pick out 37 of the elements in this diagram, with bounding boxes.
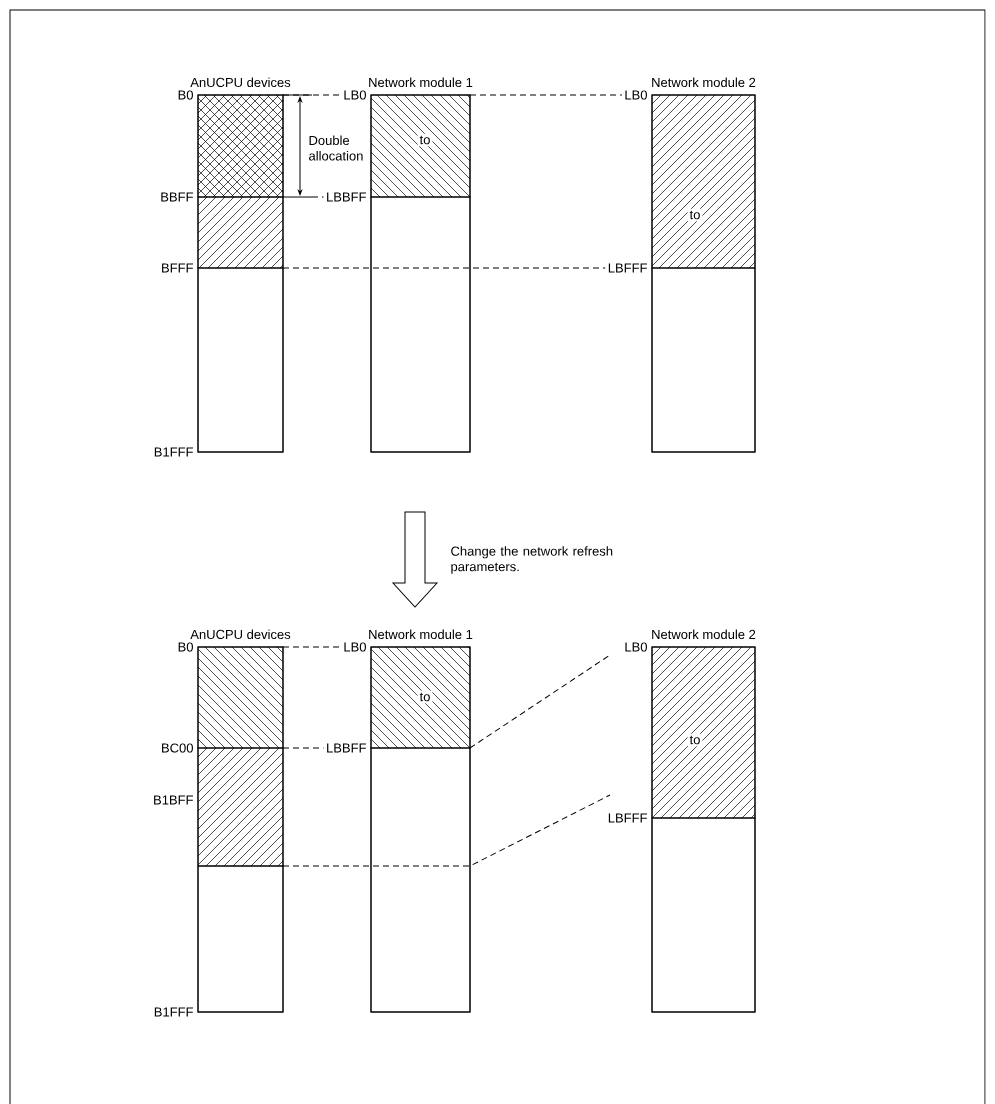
column-heading: Network module 1 bbox=[369, 77, 473, 87]
address-label: LBBFF bbox=[327, 743, 366, 753]
column-heading: Network module 2 bbox=[652, 77, 756, 87]
range-text: to bbox=[687, 733, 703, 747]
address-label: B0 bbox=[178, 90, 193, 100]
memory-segment bbox=[651, 817, 756, 1013]
column-heading: AnUCPU devices bbox=[190, 77, 291, 87]
address-label: LB0 bbox=[625, 642, 647, 652]
range-text: to bbox=[687, 208, 703, 222]
hatched-segment bbox=[197, 646, 284, 749]
range-text: to bbox=[417, 133, 433, 147]
address-label: LBFFF bbox=[608, 263, 647, 273]
note-text: Change the network refresh parameters. bbox=[451, 546, 613, 574]
hatched-segment bbox=[197, 747, 284, 867]
column-heading: AnUCPU devices bbox=[190, 629, 291, 639]
address-label: BC00 bbox=[162, 743, 193, 753]
address-label: LB0 bbox=[625, 90, 647, 100]
address-label: LBBFF bbox=[327, 192, 366, 202]
memory-segment bbox=[370, 747, 471, 1013]
range-text: to bbox=[417, 690, 433, 704]
note-text: Double allocation bbox=[309, 135, 363, 161]
column-heading: Network module 2 bbox=[652, 629, 756, 639]
address-label: B0 bbox=[178, 642, 193, 652]
address-label: BBFF bbox=[161, 192, 193, 202]
memory-segment bbox=[197, 267, 284, 453]
address-label: LB0 bbox=[344, 642, 366, 652]
address-label: B1FFF bbox=[154, 1007, 193, 1017]
hatched-segment bbox=[197, 196, 284, 269]
column-heading: Network module 1 bbox=[369, 629, 473, 639]
address-label: LB0 bbox=[344, 90, 366, 100]
address-label: LBFFF bbox=[608, 813, 647, 823]
address-label: BFFF bbox=[162, 263, 193, 273]
memory-segment bbox=[651, 267, 756, 453]
memory-segment bbox=[370, 196, 471, 453]
address-label: B1FFF bbox=[154, 447, 193, 457]
hatched-segment bbox=[197, 94, 284, 198]
memory-segment bbox=[197, 865, 284, 1013]
